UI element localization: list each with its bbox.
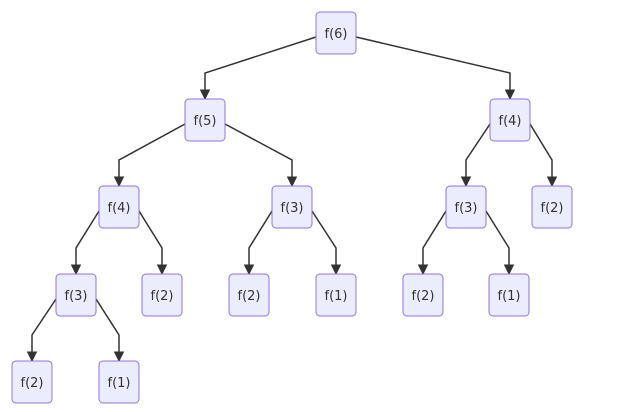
edges-layer <box>26 36 558 363</box>
node-box <box>531 185 573 229</box>
node-n13: f(1) <box>488 273 530 317</box>
node-n2: f(5) <box>184 98 226 142</box>
node-label: f(4) <box>499 114 522 129</box>
edge-n6-n13 <box>485 210 515 276</box>
edge-n3-n7 <box>529 123 558 188</box>
edge-n5-n11 <box>311 210 342 276</box>
node-box <box>11 360 53 404</box>
node-n10: f(2) <box>228 273 270 317</box>
node-label: f(2) <box>151 289 174 304</box>
node-label: f(5) <box>194 114 217 129</box>
node-box <box>489 98 531 142</box>
edge-n4-n8 <box>70 210 100 276</box>
node-label: f(1) <box>108 376 131 391</box>
node-label: f(3) <box>281 201 304 216</box>
node-n8: f(3) <box>55 273 97 317</box>
node-n12: f(2) <box>402 273 444 317</box>
edge-n1-n2 <box>199 36 317 101</box>
edge-n4-n9 <box>138 210 168 276</box>
node-n3: f(4) <box>489 98 531 142</box>
edge-n1-n3 <box>355 36 516 101</box>
edge-n3-n6 <box>460 123 491 188</box>
node-box <box>402 273 444 317</box>
edge-n5-n10 <box>243 210 273 276</box>
node-label: f(4) <box>108 201 131 216</box>
node-box <box>271 185 313 229</box>
edge-n2-n4 <box>113 123 186 188</box>
node-n15: f(1) <box>98 360 140 404</box>
node-n6: f(3) <box>445 185 487 229</box>
node-label: f(2) <box>412 289 435 304</box>
node-label: f(1) <box>498 289 521 304</box>
node-box <box>55 273 97 317</box>
node-box <box>228 273 270 317</box>
node-box <box>445 185 487 229</box>
edge-n2-n5 <box>224 123 298 188</box>
node-n5: f(3) <box>271 185 313 229</box>
node-box <box>315 11 357 55</box>
node-label: f(3) <box>65 289 88 304</box>
node-n9: f(2) <box>141 273 183 317</box>
node-n4: f(4) <box>98 185 140 229</box>
node-label: f(2) <box>541 201 564 216</box>
node-n14: f(2) <box>11 360 53 404</box>
node-label: f(3) <box>455 201 478 216</box>
node-n11: f(1) <box>315 273 357 317</box>
edge-n8-n15 <box>95 298 125 363</box>
node-label: f(2) <box>21 376 44 391</box>
edge-n6-n12 <box>417 210 447 276</box>
nodes-layer: f(6) f(5) f(4) f(4) f(3) f(3) f(2) f(3) f(2) f(2)… <box>11 11 573 404</box>
node-label: f(2) <box>238 289 261 304</box>
node-n7: f(2) <box>531 185 573 229</box>
node-label: f(1) <box>325 289 348 304</box>
node-box <box>141 273 183 317</box>
node-box <box>315 273 357 317</box>
node-box <box>98 185 140 229</box>
node-box <box>488 273 530 317</box>
node-label: f(6) <box>325 27 348 42</box>
node-box <box>184 98 226 142</box>
edge-n8-n14 <box>26 298 57 363</box>
node-box <box>98 360 140 404</box>
node-n1: f(6) <box>315 11 357 55</box>
